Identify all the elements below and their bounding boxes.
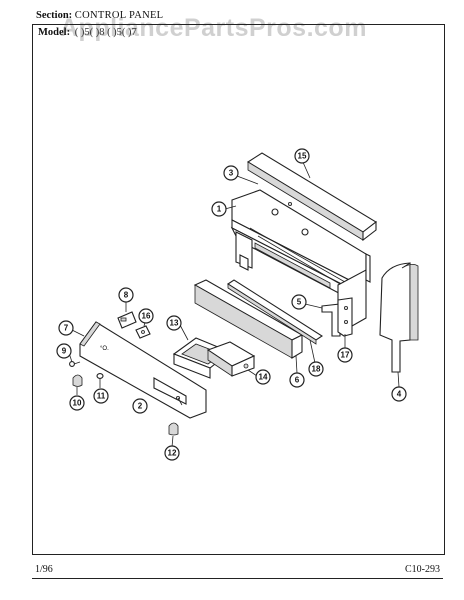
part-knob	[72, 374, 83, 387]
svg-text:4: 4	[397, 390, 402, 399]
model-value: ( )5( )8 ( )5( )7	[74, 27, 137, 38]
svg-text:18: 18	[312, 365, 321, 374]
svg-text:3: 3	[229, 169, 234, 178]
section-label: Section:	[36, 10, 73, 21]
part-back-frame	[230, 189, 371, 327]
callout-5: 5	[291, 294, 307, 310]
part-thin-strip	[226, 279, 324, 345]
svg-text:15: 15	[298, 152, 307, 161]
svg-text:11: 11	[97, 392, 106, 401]
watermark: AppliancePartsPros.com	[60, 14, 367, 42]
callout-3: 3	[223, 165, 239, 181]
part-top-rail	[246, 152, 377, 242]
callout-11: 11	[93, 388, 109, 404]
callout-13: 13	[166, 315, 182, 331]
svg-text:8: 8	[124, 291, 129, 300]
part-screw	[69, 361, 81, 367]
svg-text:5: 5	[297, 298, 302, 307]
callout-7: 7	[58, 320, 74, 336]
part-small-switch	[117, 311, 137, 329]
svg-text:12: 12	[168, 449, 177, 458]
svg-text:10: 10	[73, 399, 82, 408]
part-side-end-cap	[379, 262, 419, 373]
diagram-frame	[32, 24, 445, 555]
svg-text:6: 6	[295, 376, 300, 385]
svg-text:9: 9	[62, 347, 67, 356]
section-heading: Section: CONTROL PANEL	[36, 10, 163, 21]
callout-2: 2	[132, 398, 148, 414]
part-clip	[96, 373, 104, 379]
callout-15: 15	[294, 148, 310, 164]
footer-date: 1/96	[35, 564, 53, 575]
part-bracket	[321, 297, 353, 337]
footer-rule	[32, 578, 443, 579]
svg-text:13: 13	[170, 319, 179, 328]
callout-1: 1	[211, 201, 227, 217]
svg-text:2: 2	[138, 402, 143, 411]
callout-16: 16	[138, 308, 154, 324]
callout-17: 17	[337, 347, 353, 363]
callout-8: 8	[118, 287, 134, 303]
svg-text:16: 16	[142, 312, 151, 321]
svg-text:17: 17	[341, 351, 350, 360]
callout-9: 9	[56, 343, 72, 359]
part-front-control-panel: °O.	[79, 321, 207, 419]
model-heading: Model: ( )5( )8 ( )5( )7	[38, 27, 137, 38]
part-small-clip	[135, 325, 151, 339]
part-channel-bar	[193, 279, 304, 359]
callout-6: 6	[289, 372, 305, 388]
section-value: CONTROL PANEL	[74, 10, 164, 21]
part-push-button	[168, 422, 179, 436]
model-label: Model:	[38, 27, 71, 38]
callout-14: 14	[255, 369, 271, 385]
callout-18: 18	[308, 361, 324, 377]
callout-4: 4	[391, 386, 407, 402]
callout-10: 10	[69, 395, 85, 411]
svg-text:1: 1	[217, 205, 222, 214]
footer-page-id: C10-293	[405, 564, 440, 575]
svg-text:14: 14	[259, 373, 268, 382]
svg-text:7: 7	[64, 324, 69, 333]
part-control-module	[206, 341, 256, 377]
callout-12: 12	[164, 445, 180, 461]
panel-marking: °O.	[100, 346, 109, 352]
